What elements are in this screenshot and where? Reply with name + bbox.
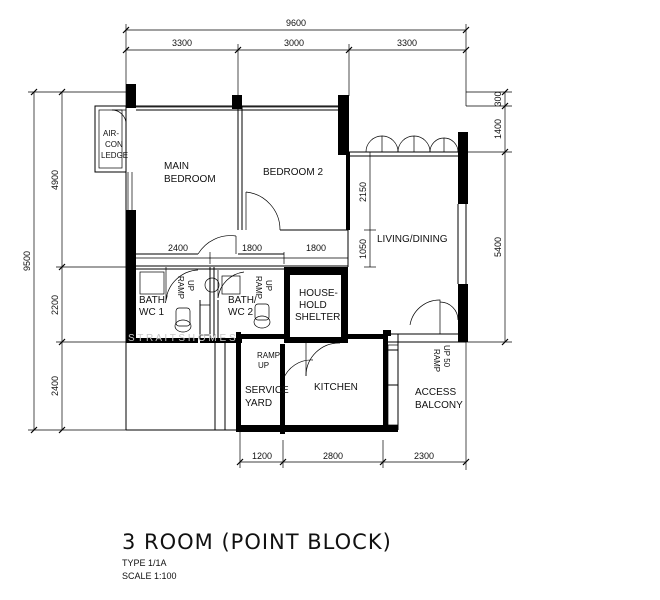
label-bedroom-2: BEDROOM 2 <box>263 167 323 178</box>
label-balcony-1: ACCESS <box>415 387 456 398</box>
ramp-balcony: RAMP UP 50 <box>432 345 451 372</box>
ramp-balcony-label-2: UP 50 <box>442 345 451 368</box>
label-living-dining: LIVING/DINING <box>377 234 448 245</box>
ramp-bath1: RAMP UP <box>176 276 195 299</box>
dim-left-3: 2400 <box>50 376 60 396</box>
label-aircon-3: LEDGE <box>101 151 128 160</box>
dim-right-1: 300 <box>493 91 503 106</box>
dim-left-2: 2200 <box>50 295 60 315</box>
label-bath1-2: WC 1 <box>139 307 164 318</box>
ramp-bath1-label-1: RAMP <box>176 276 185 299</box>
label-aircon-1: AIR- <box>103 129 119 138</box>
dim-inner-3: 1800 <box>306 243 326 253</box>
dim-right-3: 5400 <box>493 237 503 257</box>
aircon-ledge <box>94 105 127 173</box>
label-shelter-3: SHELTER <box>295 312 340 323</box>
ramp-service-label-1: RAMP <box>257 351 280 360</box>
dim-inner-1: 2400 <box>168 243 188 253</box>
label-balcony-2: BALCONY <box>415 400 463 411</box>
dim-bottom-1: 1200 <box>252 451 272 461</box>
dim-top-3: 3300 <box>397 38 417 48</box>
label-kitchen: KITCHEN <box>314 382 358 393</box>
ramp-service-label-2: UP <box>258 361 269 370</box>
label-aircon-2: CON <box>105 140 123 149</box>
label-bath2-2: WC 2 <box>228 307 253 318</box>
ramp-bath1-label-2: UP <box>186 280 195 291</box>
label-service-1: SERVICE <box>245 385 289 396</box>
label-bath2-1: BATH/ <box>228 295 257 306</box>
dim-bottom-2: 2800 <box>323 451 343 461</box>
ramp-bath2-label-1: RAMP <box>254 276 263 299</box>
label-shelter-1: HOUSE- <box>299 288 338 299</box>
dim-left-1: 4900 <box>50 170 60 190</box>
doors <box>165 191 459 381</box>
fixtures <box>139 271 399 426</box>
dim-total-width: 9600 <box>286 18 306 28</box>
label-shelter-2: HOLD <box>299 300 327 311</box>
plan-type: TYPE 1/1A <box>122 558 167 568</box>
windows <box>127 106 338 210</box>
label-main-bedroom-2: BEDROOM <box>164 174 216 185</box>
label-bath1-1: BATH/ <box>139 295 168 306</box>
dim-right-2: 1400 <box>493 119 503 139</box>
plan-scale: SCALE 1:100 <box>122 571 177 581</box>
dim-living-1: 2150 <box>358 182 368 202</box>
ramp-bath2-label-2: UP <box>264 280 273 291</box>
ramp-bath2: RAMP UP <box>254 276 273 299</box>
dim-bottom-3: 2300 <box>414 451 434 461</box>
dimension-ticks <box>30 26 509 466</box>
living-folding-doors <box>365 135 459 153</box>
ramp-balcony-label-1: RAMP <box>432 349 441 372</box>
watermark: S T R A I T S H O M E S <box>128 333 236 344</box>
label-main-bedroom-1: MAIN <box>164 161 189 172</box>
dim-living-2: 1050 <box>358 239 368 259</box>
dim-top-1: 3300 <box>172 38 192 48</box>
label-service-2: YARD <box>245 398 272 409</box>
dim-total-height: 9500 <box>22 251 32 271</box>
dim-inner-2: 1800 <box>242 243 262 253</box>
dim-top-2: 3000 <box>284 38 304 48</box>
plan-title: 3 ROOM (POINT BLOCK) <box>122 530 392 554</box>
